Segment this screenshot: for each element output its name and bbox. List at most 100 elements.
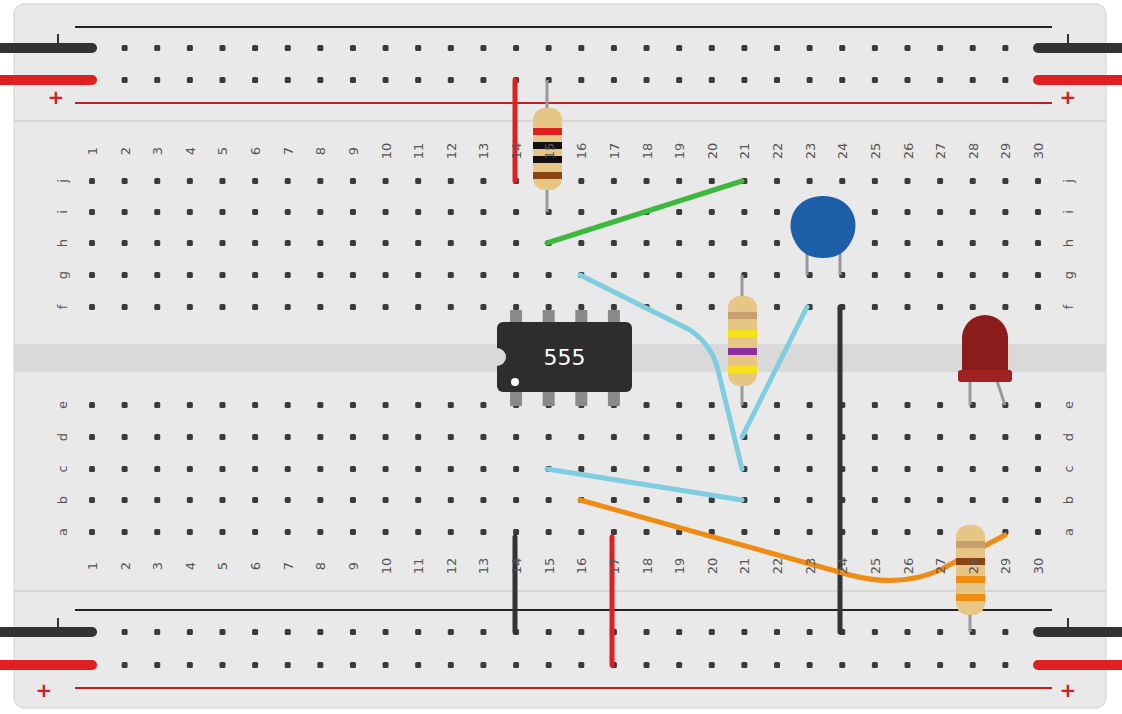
hole	[1002, 497, 1008, 503]
hole	[872, 77, 878, 83]
hole	[285, 209, 291, 215]
hole	[350, 209, 356, 215]
row-letter: d	[56, 433, 69, 441]
hole	[676, 240, 682, 246]
hole	[219, 629, 225, 635]
column-number: 14	[510, 143, 523, 160]
hole	[154, 629, 160, 635]
column-number: 16	[575, 143, 588, 160]
hole	[774, 529, 780, 535]
column-number: 23	[803, 143, 816, 160]
polarity-sign: +	[1060, 87, 1077, 107]
hole	[676, 434, 682, 440]
hole	[741, 45, 747, 51]
hole	[676, 45, 682, 51]
hole	[709, 662, 715, 668]
hole	[187, 529, 193, 535]
hole	[317, 434, 323, 440]
hole	[317, 662, 323, 668]
hole	[937, 402, 943, 408]
hole	[187, 434, 193, 440]
column-number: 9	[346, 562, 359, 570]
hole	[154, 209, 160, 215]
hole	[546, 662, 552, 668]
hole	[383, 304, 389, 310]
column-number: 25	[868, 558, 881, 575]
hole	[252, 240, 258, 246]
hole	[415, 178, 421, 184]
hole	[611, 497, 617, 503]
hole	[219, 402, 225, 408]
hole	[383, 209, 389, 215]
rail-line	[75, 102, 1052, 104]
hole	[872, 272, 878, 278]
row-letter: g	[1062, 271, 1075, 279]
hole	[448, 402, 454, 408]
hole	[872, 629, 878, 635]
hole	[317, 45, 323, 51]
hole	[709, 304, 715, 310]
hole	[285, 629, 291, 635]
hole	[350, 45, 356, 51]
column-number: 11	[412, 143, 425, 160]
column-number: 26	[901, 143, 914, 160]
hole	[122, 402, 128, 408]
row-letter: b	[56, 496, 69, 504]
hole	[611, 178, 617, 184]
hole	[480, 529, 486, 535]
polarity-sign: +	[1060, 680, 1077, 700]
hole	[415, 402, 421, 408]
row-letter: j	[56, 179, 69, 183]
hole	[905, 240, 911, 246]
column-number: 12	[444, 143, 457, 160]
hole	[611, 209, 617, 215]
hole	[774, 466, 780, 472]
hole	[448, 240, 454, 246]
hole	[872, 497, 878, 503]
hole	[187, 662, 193, 668]
hole	[611, 77, 617, 83]
hole	[872, 529, 878, 535]
row-letter: f	[1062, 305, 1075, 310]
hole	[285, 466, 291, 472]
hole	[774, 402, 780, 408]
column-number: 7	[281, 562, 294, 570]
hole	[480, 272, 486, 278]
hole	[774, 304, 780, 310]
row-letter: h	[1062, 239, 1075, 247]
hole	[611, 304, 617, 310]
hole	[187, 209, 193, 215]
hole	[839, 178, 845, 184]
hole	[187, 272, 193, 278]
hole	[285, 434, 291, 440]
hole	[219, 209, 225, 215]
hole	[676, 497, 682, 503]
hole	[187, 629, 193, 635]
hole	[905, 466, 911, 472]
hole	[937, 434, 943, 440]
hole	[317, 304, 323, 310]
hole	[252, 466, 258, 472]
hole	[154, 178, 160, 184]
hole	[285, 77, 291, 83]
hole	[970, 77, 976, 83]
hole	[448, 209, 454, 215]
hole	[546, 45, 552, 51]
hole	[872, 209, 878, 215]
row-letter: e	[1062, 401, 1075, 409]
hole	[383, 272, 389, 278]
hole	[741, 77, 747, 83]
hole	[774, 178, 780, 184]
hole	[350, 662, 356, 668]
hole	[448, 529, 454, 535]
hole	[676, 272, 682, 278]
hole	[415, 240, 421, 246]
hole	[252, 662, 258, 668]
hole	[644, 178, 650, 184]
column-number: 24	[836, 143, 849, 160]
hole	[839, 662, 845, 668]
column-number: 19	[673, 558, 686, 575]
hole	[644, 529, 650, 535]
hole	[970, 240, 976, 246]
hole	[905, 497, 911, 503]
